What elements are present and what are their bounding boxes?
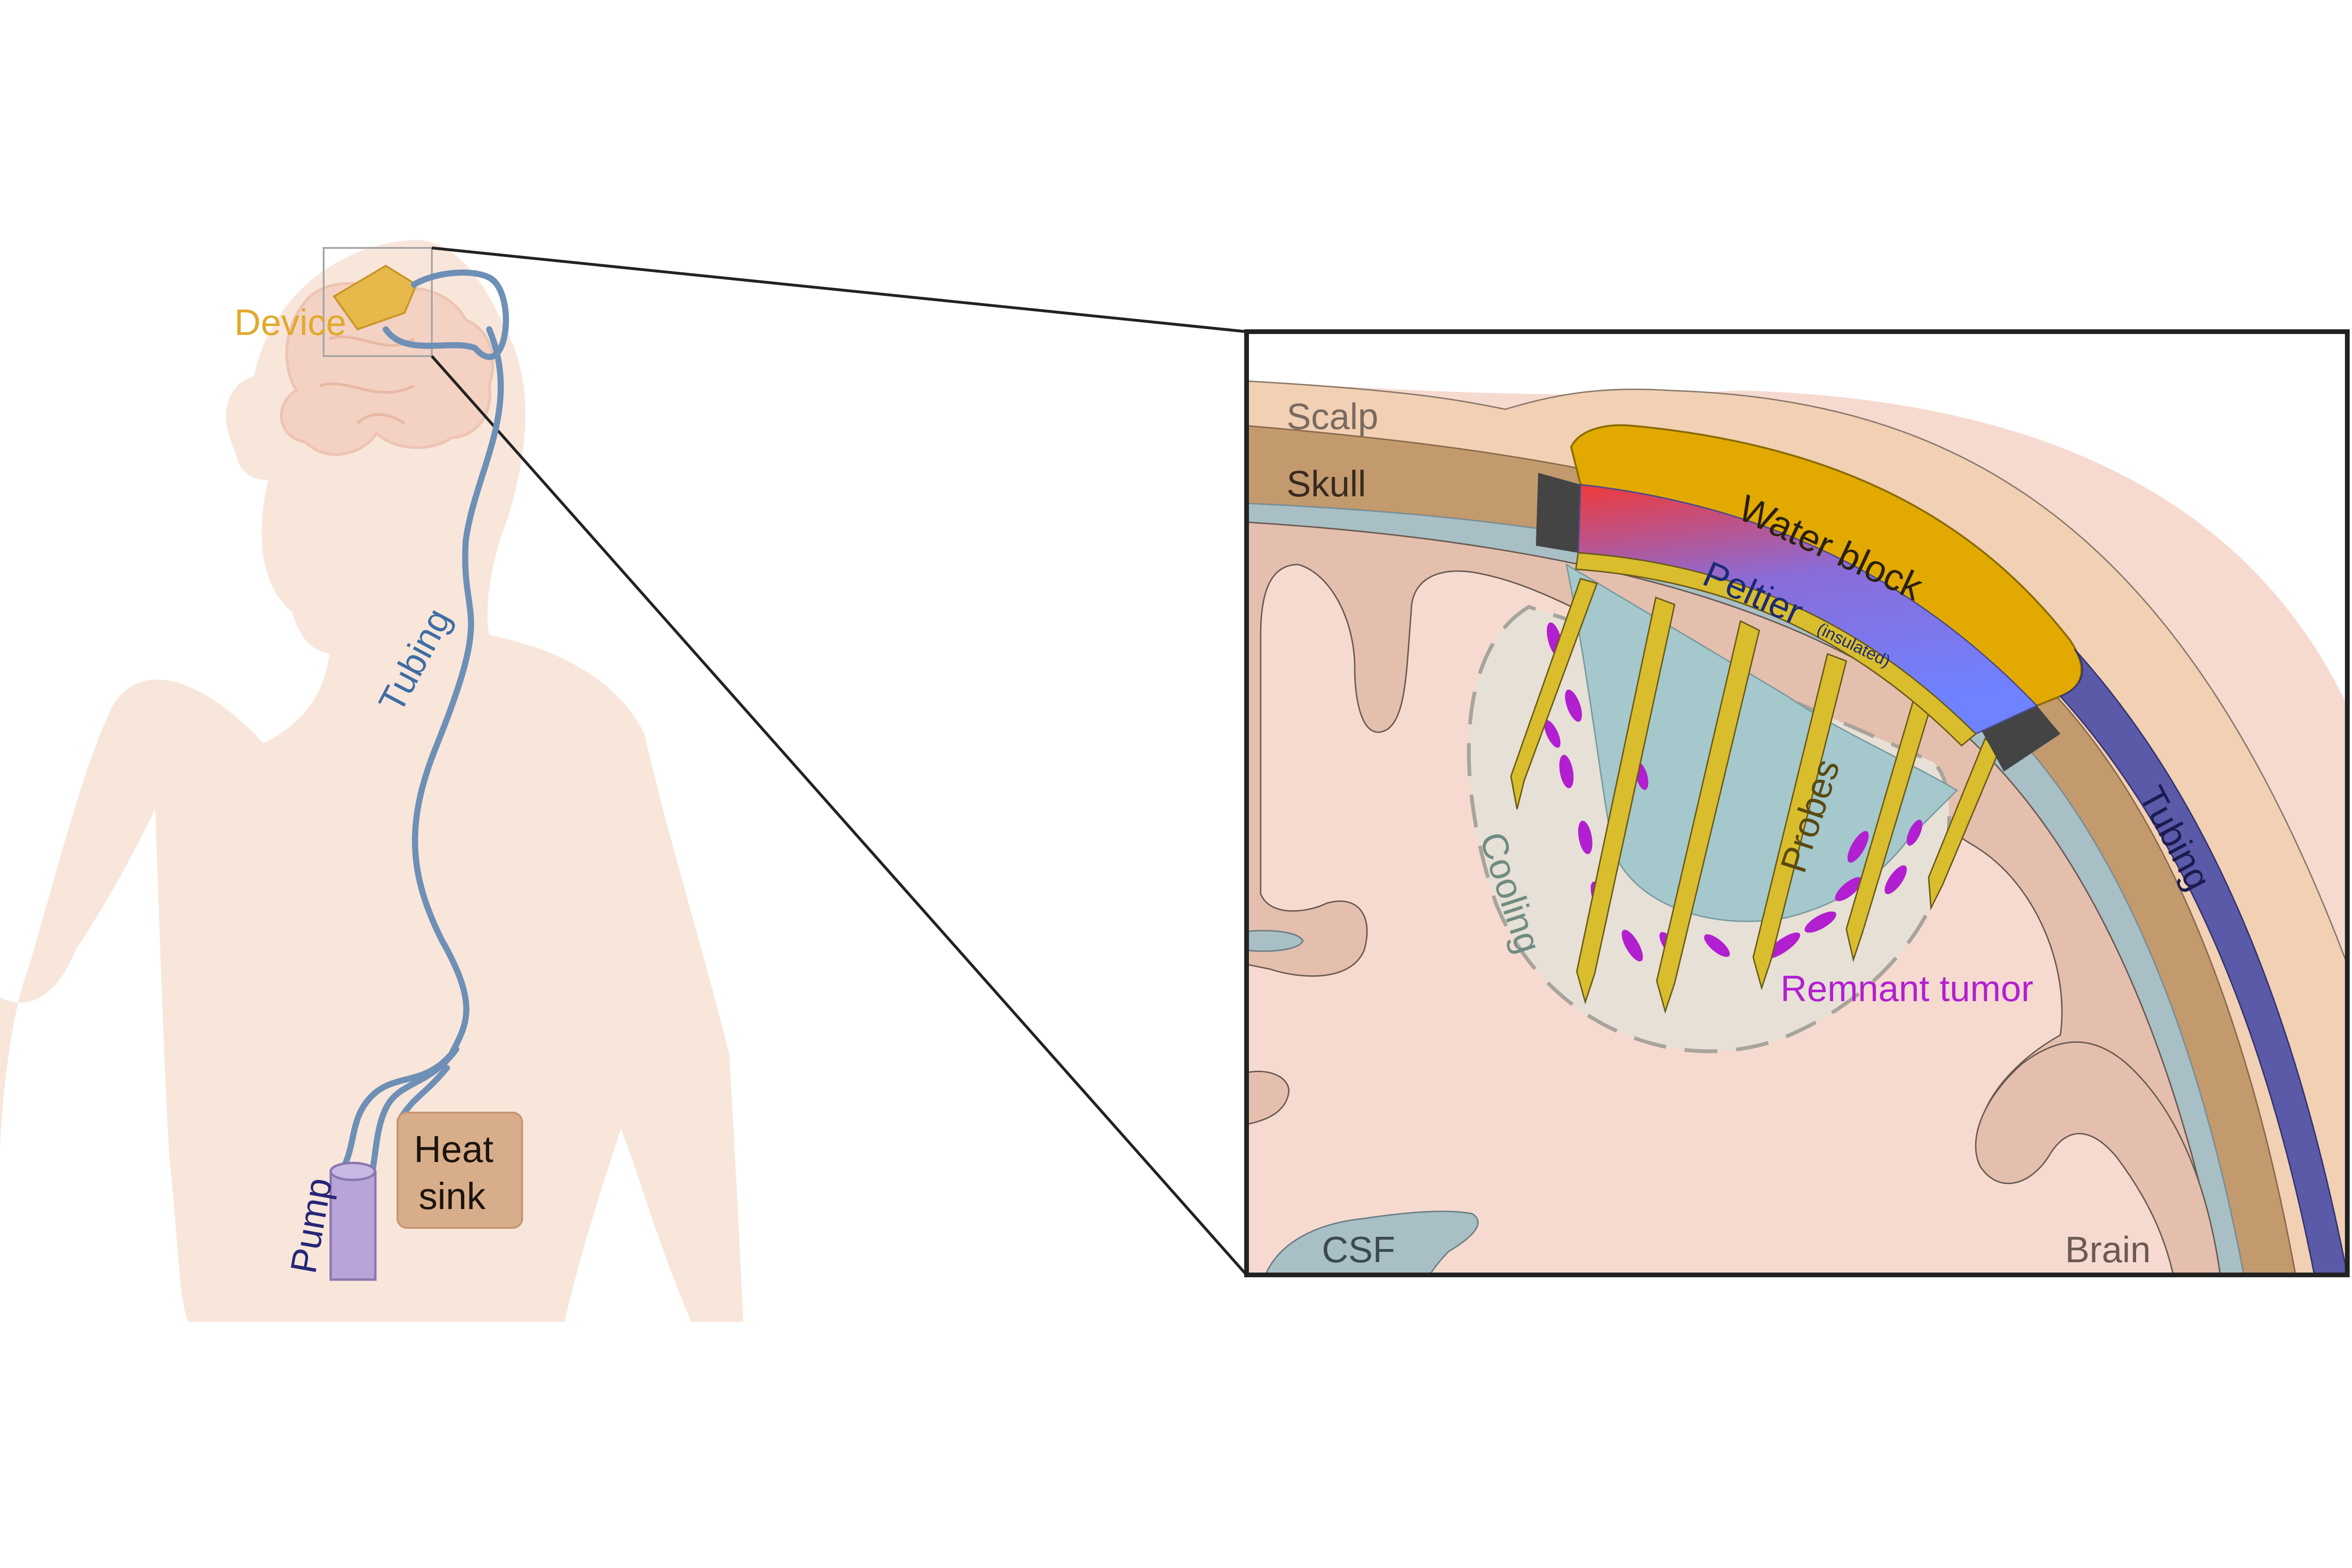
probe-3 [1656,620,1760,1014]
zoom-line-top [431,247,1247,333]
inset-tubing [2059,648,2347,1273]
heat-sink-label-line2: sink [419,1175,486,1217]
skull-label: Skull [1287,463,1366,504]
probes [1510,578,2000,1014]
zoom-box [323,247,433,357]
probe-4 [1752,653,1847,991]
csf-pool [1265,1210,1479,1273]
human-figure [0,240,1248,1322]
heat-sink-label-line1: Heat [414,1128,493,1170]
body-tubing [335,269,509,1179]
probe-plate [1575,552,1977,747]
zoom-line-bottom [430,355,1248,1276]
gray-matter-lower [1975,1041,2221,1273]
inset-frame [1244,329,2350,1277]
probe-2 [1576,596,1676,1005]
remnant-tumor-label: Remnant tumor [1780,968,2034,1009]
sulcus-left [1247,930,1304,952]
inset-panel [1244,329,2350,1277]
pump-icon [329,1162,377,1281]
gray-matter-small [1247,1070,1290,1125]
heat-sink-icon [397,1112,523,1229]
csf-label: CSF [1322,1229,1395,1270]
scalp-label: Scalp [1287,396,1378,437]
device-label: Device [234,302,346,343]
probe-1 [1510,578,1598,810]
brain-label: Brain [2065,1229,2151,1270]
body-silhouette [0,240,743,1322]
insulation-left [1536,473,1581,553]
device-icon [333,264,418,331]
